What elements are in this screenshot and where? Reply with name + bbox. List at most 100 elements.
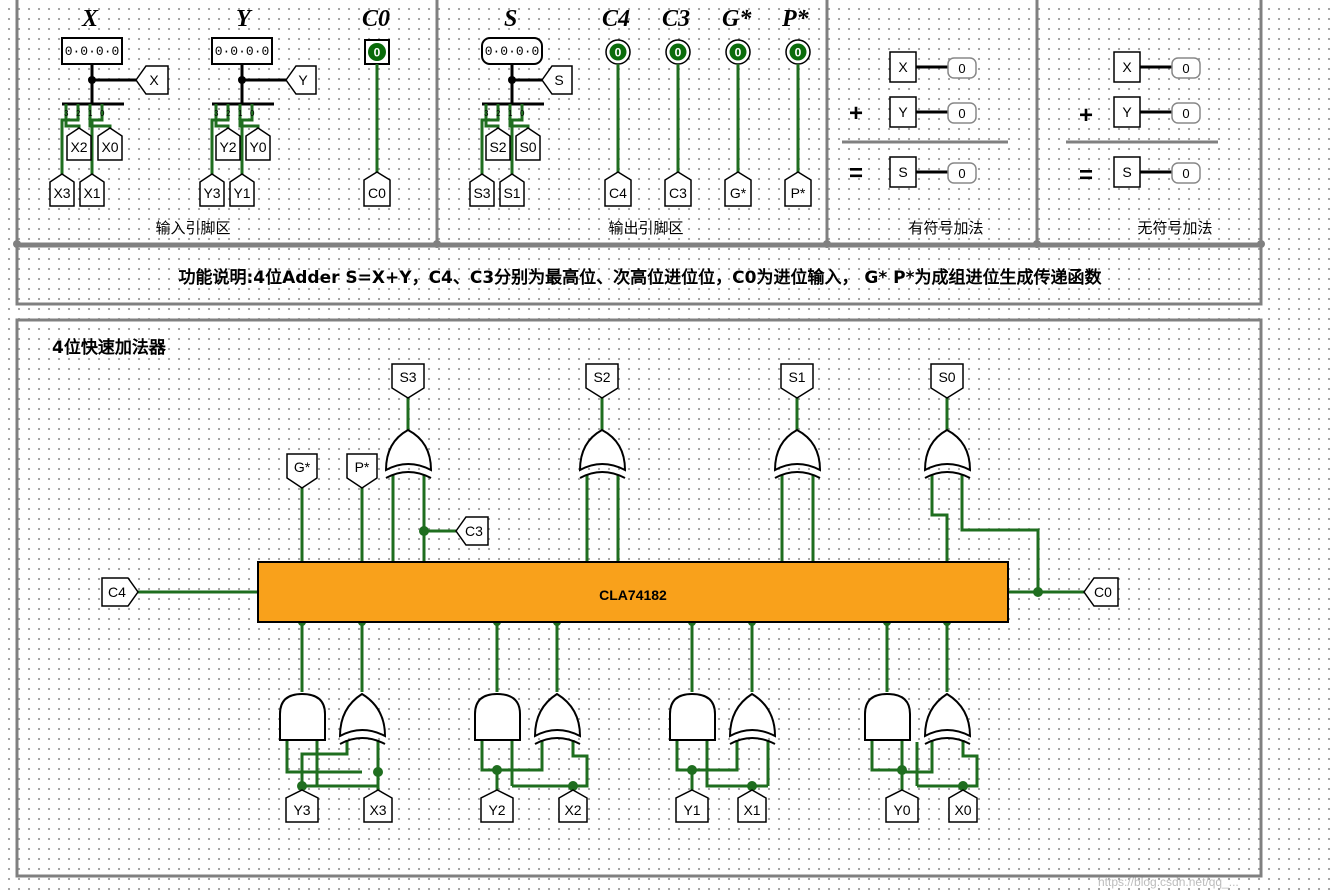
svg-text:C0: C0 (1094, 584, 1112, 600)
gates-bottom (279, 692, 972, 745)
unsigned-adder-caption: 无符号加法 (1137, 219, 1212, 237)
svg-text:0: 0 (795, 46, 802, 60)
unsigned-s-probe: 0 (1171, 162, 1201, 184)
p-tunnel-main: P* (346, 453, 378, 489)
c0-header: C0 (362, 6, 390, 32)
input-tunnel-y1: Y1 (675, 789, 709, 823)
main-circuit-title: 4位快速加法器 (52, 337, 167, 358)
output-zone-caption: 输出引脚区 (608, 219, 683, 237)
xor-gate-3 (338, 692, 387, 745)
s-bit-tunnel-s3: S3 (469, 173, 495, 207)
signed-s-probe: 0 (947, 162, 977, 184)
xor-gate-1 (728, 692, 777, 745)
svg-text:3: 3 (64, 109, 69, 118)
svg-text:2: 2 (76, 109, 81, 118)
unsigned-adder: X 0 + Y 0 = S 0 无符号加法 (1066, 51, 1218, 237)
svg-text:C4: C4 (609, 185, 627, 201)
p-header: P* (781, 6, 810, 32)
watermark: https://blog.csdn.net/qq_... (1098, 875, 1239, 889)
y-bit-tunnel-y2: Y2 (215, 127, 241, 161)
unsigned-s-tunnel: S (1113, 156, 1141, 188)
svg-text:0: 0 (958, 61, 965, 76)
input-tunnel-y2: Y2 (480, 789, 514, 823)
c4-tunnel-main: C4 (101, 577, 139, 607)
signed-plus: + (849, 100, 863, 127)
svg-text:S: S (554, 72, 563, 88)
input-tunnel-y3: Y3 (285, 789, 319, 823)
x-tunnel: X (135, 65, 169, 95)
unsigned-plus: + (1079, 102, 1093, 129)
svg-text:0: 0 (520, 109, 525, 118)
s-output-pin: 0·0·0·0 (481, 37, 543, 65)
y-header: Y (236, 6, 253, 32)
xor-gate-2 (533, 692, 582, 745)
svg-text:C4: C4 (108, 584, 126, 600)
xor-gates-top (384, 428, 972, 479)
svg-text:X3: X3 (53, 185, 70, 201)
c3-led: 0 (665, 39, 691, 65)
svg-text:X0: X0 (954, 802, 971, 818)
g-header: G* (722, 6, 752, 32)
svg-text:X3: X3 (369, 802, 386, 818)
input-tunnel-x2: X2 (558, 789, 588, 823)
svg-text:X2: X2 (564, 802, 581, 818)
g-tunnel-main: G* (286, 453, 318, 489)
c0-tunnel-main: C0 (1083, 577, 1119, 607)
y-input-pin[interactable]: 0·0·0·0 (211, 37, 273, 65)
c4-header: C4 (602, 6, 630, 32)
input-tunnel-x3: X3 (363, 789, 393, 823)
unsigned-y-tunnel: Y (1113, 96, 1141, 128)
svg-text:C3: C3 (465, 523, 483, 539)
s-bit-tunnel-s2: S2 (485, 127, 511, 161)
signed-x-probe: 0 (947, 57, 977, 79)
signed-y-probe: 0 (947, 102, 977, 124)
c0-input-pin[interactable]: 0 (364, 39, 390, 65)
cla74182-chip[interactable]: CLA74182 (257, 561, 1009, 623)
svg-text:Y: Y (298, 72, 308, 88)
svg-text:0: 0 (958, 166, 965, 181)
s-tunnel: S (541, 65, 573, 95)
svg-text:0: 0 (615, 46, 622, 60)
unsigned-y-probe: 0 (1171, 102, 1201, 124)
s-header: S (504, 6, 517, 32)
svg-text:G*: G* (294, 459, 311, 475)
x-bit-tunnel-x3: X3 (49, 173, 75, 207)
chip-label: CLA74182 (599, 587, 667, 603)
svg-text:X1: X1 (743, 802, 760, 818)
svg-text:0: 0 (1182, 61, 1189, 76)
svg-text:1: 1 (88, 109, 93, 118)
xor-gate-s3 (384, 428, 433, 479)
svg-text:Y0: Y0 (893, 802, 910, 818)
svg-text:P*: P* (791, 185, 806, 201)
function-description: 功能说明:4位Adder S=X+Y，C4、C3分别为最高位、次高位进位位，C0… (178, 267, 1102, 288)
svg-text:X: X (149, 72, 159, 88)
svg-text:Y1: Y1 (233, 185, 250, 201)
svg-text:0: 0 (675, 46, 682, 60)
svg-text:S1: S1 (503, 185, 520, 201)
x-input-pin[interactable]: 0·0·0·0 (61, 37, 123, 65)
c3-tunnel-top: C3 (664, 171, 692, 207)
unsigned-x-tunnel: X (1113, 51, 1141, 83)
and-gate-3 (279, 692, 326, 741)
svg-text:S3: S3 (473, 185, 490, 201)
signed-adder-caption: 有符号加法 (908, 219, 983, 237)
c3-tunnel-main: C3 (455, 516, 489, 546)
sum-tunnel-s1: S1 (780, 363, 814, 399)
svg-text:X2: X2 (70, 139, 87, 155)
svg-text:0: 0 (958, 106, 965, 121)
svg-text:Y: Y (898, 104, 908, 120)
and-gate-2 (474, 692, 521, 741)
y-bit-tunnel-y3: Y3 (199, 173, 225, 207)
input-zone-caption: 输入引脚区 (155, 219, 230, 237)
svg-text:X: X (1122, 59, 1132, 75)
unsigned-equals: = (1079, 162, 1093, 189)
s-output-value: 0·0·0·0 (485, 44, 540, 59)
svg-text:3: 3 (484, 109, 489, 118)
svg-text:Y: Y (1122, 104, 1132, 120)
signed-s-tunnel: S (889, 156, 917, 188)
xor-gate-s0 (923, 428, 972, 479)
signed-adder: X 0 + Y 0 = S 0 有符号加法 (842, 51, 1008, 237)
